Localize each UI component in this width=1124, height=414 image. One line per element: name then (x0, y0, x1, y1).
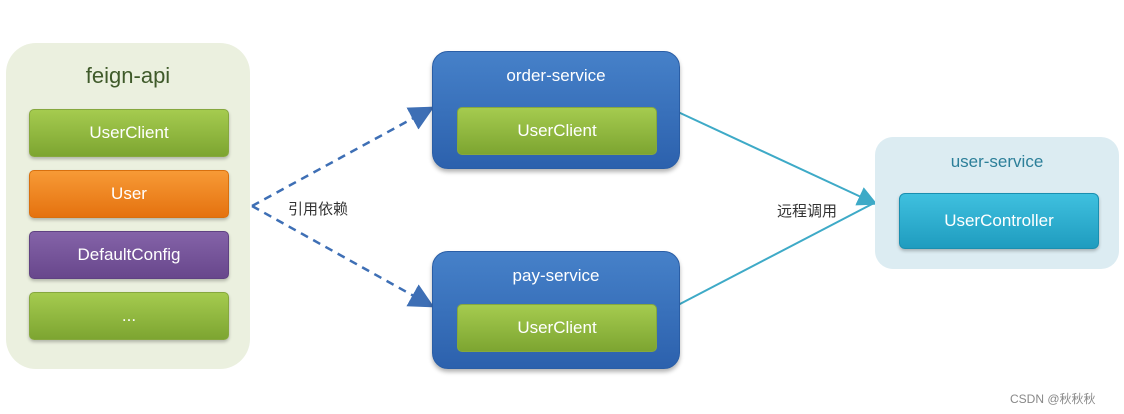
remote-call-label: 远程调用 (777, 203, 838, 220)
dependency-label: 引用依赖 (288, 201, 349, 218)
remote-call-line-pay (677, 202, 875, 306)
user-service-container: user-service UserController (875, 137, 1119, 269)
order-service-box: order-service UserClient (432, 51, 680, 169)
pay-service-box: pay-service UserClient (432, 251, 680, 369)
feign-api-item-defaultconfig: DefaultConfig (29, 231, 229, 279)
pay-service-title: pay-service (512, 266, 600, 285)
feign-api-item-userclient: UserClient (29, 109, 229, 157)
dependency-arrow-order (251, 106, 435, 208)
feign-api-item-user: User (29, 170, 229, 218)
watermark: CSDN @秋秋秋 (1010, 392, 1096, 406)
user-controller-box: UserController (899, 193, 1099, 249)
pay-service-userclient: UserClient (457, 304, 657, 352)
feign-api-container: feign-api UserClient User DefaultConfig … (6, 43, 250, 369)
remote-call-line-order (677, 111, 878, 206)
feign-api-item-more: ... (29, 292, 229, 340)
order-service-userclient: UserClient (457, 107, 657, 155)
order-service-title: order-service (506, 66, 606, 85)
feign-api-title: feign-api (85, 63, 171, 88)
user-service-title: user-service (950, 152, 1044, 171)
dependency-arrow-pay (251, 204, 435, 308)
